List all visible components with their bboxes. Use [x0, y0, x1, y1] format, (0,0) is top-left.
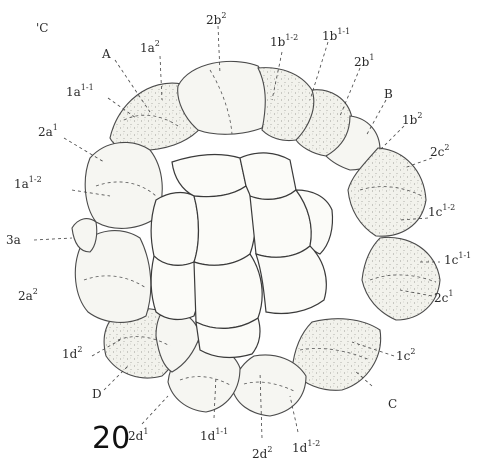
label-base: 1c [396, 349, 411, 363]
label-superscript: 2 [410, 347, 415, 356]
label-base: 1c [444, 253, 459, 267]
label-2a1: 2a1 [38, 123, 58, 139]
label-superscript: 2 [267, 445, 272, 454]
label-superscript: 1 [143, 427, 148, 436]
label-base: 1b [270, 35, 286, 49]
label-1b1-1: 1b1-1 [322, 27, 350, 43]
cell-mass [72, 61, 440, 416]
label-superscript: 1 [448, 289, 453, 298]
label-superscript: 1-1 [458, 251, 471, 260]
label-base: 1c [428, 205, 443, 219]
label-base: 1d [62, 347, 78, 361]
label-superscript: 1 [369, 53, 374, 62]
cell-1d1-2 [232, 355, 306, 416]
label-base: B [384, 87, 393, 101]
cell-2c2 [362, 237, 440, 320]
label-superscript: 1-2 [285, 33, 298, 42]
label-1c2: 1c2 [396, 347, 415, 363]
label-2b1: 2b1 [354, 53, 374, 69]
label-base: 3a [6, 233, 21, 247]
label-base: 1d [200, 429, 216, 443]
label-A: A [101, 47, 111, 61]
label-superscript: 2 [33, 287, 38, 296]
label-superscript: 2 [155, 39, 160, 48]
label-superscript: 1 [53, 123, 58, 132]
label-base: A [101, 47, 111, 61]
label-1a1-1: 1a1-1 [66, 83, 94, 99]
label-base: 1a [66, 85, 81, 99]
label-1c1-2: 1c1-2 [428, 203, 455, 219]
label-C_bottom: C [388, 397, 397, 411]
label-base: 2c [430, 145, 445, 159]
label-superscript: 1-2 [307, 439, 320, 448]
label-superscript: 2 [417, 111, 422, 120]
cell-2b2 [178, 61, 268, 134]
label-base: 2b [206, 13, 222, 27]
label-base: 2a [38, 125, 53, 139]
label-base: 1d [292, 441, 308, 455]
label-superscript: 2 [77, 345, 82, 354]
label-base: C [388, 397, 397, 411]
cell-3a [72, 219, 97, 252]
label-superscript: 1-2 [29, 175, 42, 184]
inner-cell-7 [151, 256, 198, 319]
label-base: 2d [128, 429, 144, 443]
label-base: 'C [36, 21, 48, 35]
inner-cell-1 [172, 155, 246, 197]
label-base: 2a [18, 289, 33, 303]
label-1c1-1: 1c1-1 [444, 251, 471, 267]
label-base: 1a [14, 177, 29, 191]
label-2d1: 2d1 [128, 427, 148, 443]
label-base: 1a [140, 41, 155, 55]
inner-cell-3 [151, 193, 198, 266]
label-1d2: 1d2 [62, 345, 82, 361]
label-1b1-2: 1b1-2 [270, 33, 298, 49]
label-1d1-2: 1d1-2 [292, 439, 320, 455]
label-2a2: 2a2 [18, 287, 38, 303]
label-1d1-1: 1d1-1 [200, 427, 228, 443]
label-1a2: 1a2 [140, 39, 160, 55]
label-1a1-2: 1a1-2 [14, 175, 42, 191]
label-C_top: 'C [36, 21, 48, 35]
label-3a: 3a [6, 233, 21, 247]
label-base: 2d [252, 447, 268, 461]
label-superscript: 2 [444, 143, 449, 152]
inner-cell-9 [256, 246, 326, 314]
label-base: 2c [434, 291, 449, 305]
label-D: D [92, 387, 102, 401]
label-2d2: 2d2 [252, 445, 272, 461]
label-superscript: 2 [221, 11, 226, 20]
label-superscript: 1-1 [215, 427, 228, 436]
label-base: 2b [354, 55, 370, 69]
label-base: 1b [322, 29, 338, 43]
label-superscript: 1-1 [337, 27, 350, 36]
label-2c2: 2c2 [430, 143, 449, 159]
figure-number: 20 [92, 421, 130, 456]
label-2c1: 2c1 [434, 289, 453, 305]
label-base: D [92, 387, 102, 401]
label-superscript: 1-1 [81, 83, 94, 92]
inner-cell-4 [194, 186, 255, 265]
label-superscript: 1-2 [442, 203, 455, 212]
label-1b2: 1b2 [402, 111, 422, 127]
label-2b2: 2b2 [206, 11, 226, 27]
label-B: B [384, 87, 393, 101]
inner-cell-8 [194, 254, 262, 328]
label-base: 1b [402, 113, 418, 127]
